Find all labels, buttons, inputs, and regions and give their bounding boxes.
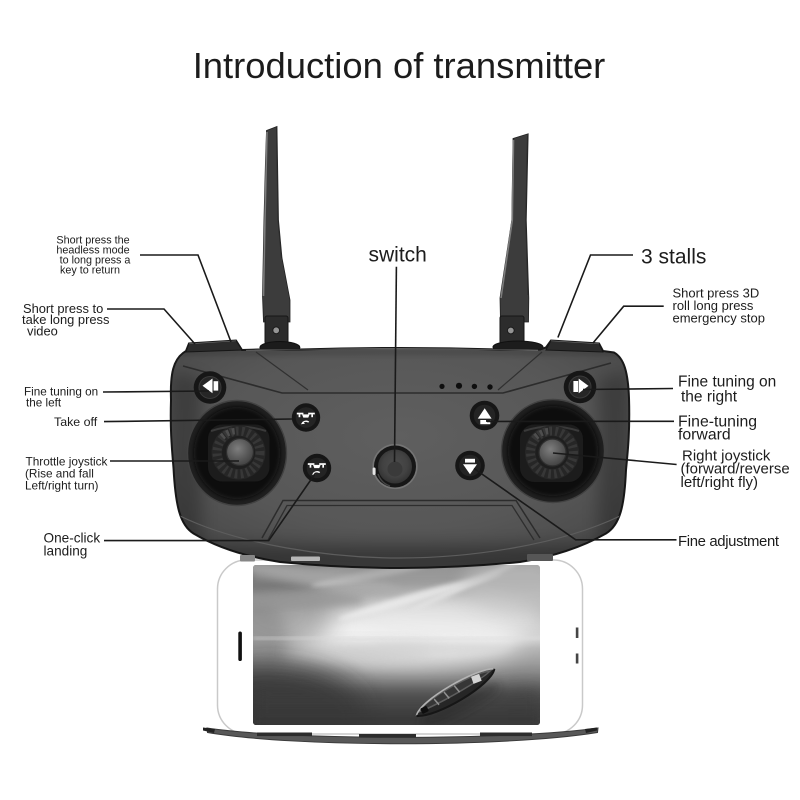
- svg-text:Throttle joystick: Throttle joystick: [26, 454, 108, 468]
- svg-text:landing: landing: [44, 544, 88, 559]
- svg-text:3 stalls: 3 stalls: [641, 246, 706, 269]
- svg-text:Take off: Take off: [54, 415, 98, 429]
- svg-text:emergency stop: emergency stop: [673, 311, 766, 326]
- svg-text:key to return: key to return: [60, 264, 120, 276]
- svg-text:Left/right turn): Left/right turn): [25, 479, 99, 493]
- svg-text:Fine tuning on: Fine tuning on: [678, 373, 776, 390]
- svg-text:(Rise and fall: (Rise and fall: [25, 466, 94, 480]
- svg-text:Fine adjustment: Fine adjustment: [678, 534, 780, 550]
- svg-text:One-click: One-click: [44, 530, 101, 545]
- svg-text:left/right fly): left/right fly): [681, 474, 759, 491]
- svg-text:(forward/reverse: (forward/reverse: [681, 461, 790, 478]
- svg-text:the right: the right: [681, 389, 738, 406]
- svg-text:the left: the left: [26, 396, 62, 409]
- svg-text:video: video: [27, 323, 58, 338]
- svg-text:Short press 3D: Short press 3D: [673, 285, 760, 300]
- svg-text:Fine tuning on: Fine tuning on: [24, 385, 98, 398]
- svg-text:headless mode: headless mode: [56, 244, 129, 256]
- svg-text:switch: switch: [369, 244, 427, 267]
- svg-text:Right joystick: Right joystick: [682, 448, 771, 465]
- svg-text:to long press a: to long press a: [60, 254, 131, 266]
- svg-text:forward: forward: [678, 427, 731, 444]
- svg-text:Short press the: Short press the: [56, 234, 129, 246]
- svg-text:Short press to: Short press to: [23, 301, 103, 316]
- svg-text:Fine-tuning: Fine-tuning: [678, 414, 757, 431]
- svg-text:Introduction of transmitter: Introduction of transmitter: [193, 45, 606, 86]
- svg-text:roll long press: roll long press: [673, 298, 754, 313]
- svg-text:take long press: take long press: [22, 312, 109, 327]
